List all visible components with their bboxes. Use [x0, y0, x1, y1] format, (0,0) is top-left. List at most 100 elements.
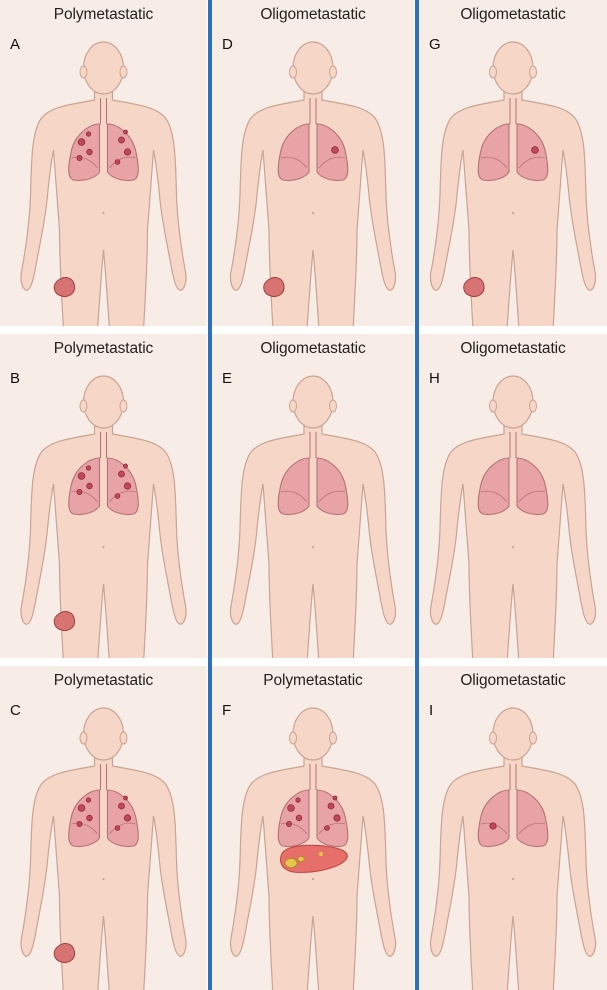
lung-lesion — [119, 803, 125, 809]
ear-right — [120, 66, 127, 78]
bone-lesion — [464, 278, 484, 297]
navel — [102, 212, 104, 214]
head — [84, 708, 124, 760]
ear-left — [290, 66, 297, 78]
navel — [512, 878, 514, 880]
head — [293, 376, 333, 428]
panel-f: Polymetastatic F — [212, 666, 414, 990]
lung-lesion — [87, 815, 93, 821]
body-silhouette — [430, 751, 595, 990]
ear-right — [120, 400, 127, 412]
body-group — [430, 708, 595, 990]
lung-lesion — [77, 821, 82, 826]
body-group — [21, 42, 186, 326]
lung-lesion — [490, 823, 496, 829]
ear-right — [330, 732, 337, 744]
navel — [312, 878, 314, 880]
navel — [512, 546, 514, 548]
body-figure — [419, 0, 607, 326]
lung-lesion — [119, 471, 125, 477]
lung-lesion — [115, 160, 120, 165]
column-divider-left — [208, 0, 212, 990]
ear-right — [530, 66, 537, 78]
ear-left — [490, 400, 497, 412]
panel-d: Oligometastatic D — [212, 0, 414, 326]
bone-lesion — [54, 278, 74, 297]
lung-lesion — [115, 494, 120, 499]
body-group — [21, 708, 186, 990]
navel — [312, 212, 314, 214]
ear-left — [80, 732, 87, 744]
lung-lesion — [328, 803, 334, 809]
ear-left — [290, 400, 297, 412]
body-silhouette — [21, 419, 186, 658]
body-group — [430, 376, 595, 658]
lung-lesion — [77, 155, 82, 160]
head — [84, 42, 124, 94]
lung-lesion — [124, 464, 128, 468]
lung-lesion — [332, 147, 339, 154]
panel-e: Oligometastatic E — [212, 334, 414, 658]
body-group — [230, 42, 395, 326]
liver-lesion — [298, 856, 304, 861]
lung-lesion — [124, 130, 128, 134]
body-group — [230, 376, 395, 658]
liver-lesion — [319, 852, 323, 856]
panel-b: Polymetastatic B — [0, 334, 207, 658]
bone-lesion — [54, 612, 74, 631]
lung-lesion — [86, 132, 90, 136]
panel-h: Oligometastatic H — [419, 334, 607, 658]
head — [293, 708, 333, 760]
navel — [512, 212, 514, 214]
lung-lesion — [78, 805, 85, 812]
lung-lesion — [87, 483, 93, 489]
lung-lesion — [86, 466, 90, 470]
panel-g: Oligometastatic G — [419, 0, 607, 326]
body-figure — [419, 666, 607, 990]
lung-lesion — [124, 796, 128, 800]
lung-lesion — [78, 139, 85, 146]
lung-lesion — [124, 149, 130, 155]
column-divider-right — [415, 0, 419, 990]
lung-lesion — [286, 821, 291, 826]
lung-lesion — [78, 473, 85, 480]
ear-right — [330, 400, 337, 412]
head — [493, 708, 533, 760]
lung-lesion — [532, 147, 539, 154]
body-silhouette — [430, 419, 595, 658]
ear-left — [490, 66, 497, 78]
body-figure — [0, 0, 207, 326]
ear-left — [80, 400, 87, 412]
body-silhouette — [230, 419, 395, 658]
lung-lesion — [77, 489, 82, 494]
body-silhouette — [230, 85, 395, 326]
ear-left — [490, 732, 497, 744]
body-silhouette — [430, 85, 595, 326]
lung-lesion — [325, 826, 330, 831]
lung-lesion — [115, 826, 120, 831]
ear-left — [290, 732, 297, 744]
navel — [312, 546, 314, 548]
lung-lesion — [296, 798, 300, 802]
lung-lesion — [334, 815, 340, 821]
body-group — [21, 376, 186, 658]
head — [493, 376, 533, 428]
body-figure — [0, 334, 207, 658]
body-figure — [212, 666, 414, 990]
ear-right — [330, 66, 337, 78]
lung-lesion — [333, 796, 337, 800]
lung-lesion — [296, 815, 302, 821]
body-figure — [212, 0, 414, 326]
navel — [102, 546, 104, 548]
lung-lesion — [288, 805, 295, 812]
body-group — [230, 708, 395, 990]
panel-a: Polymetastatic A — [0, 0, 207, 326]
lung-lesion — [119, 137, 125, 143]
lung-lesion — [124, 815, 130, 821]
head — [84, 376, 124, 428]
ear-right — [120, 732, 127, 744]
body-silhouette — [21, 85, 186, 326]
lung-lesion — [86, 798, 90, 802]
lung-lesion — [124, 483, 130, 489]
body-group — [430, 42, 595, 326]
